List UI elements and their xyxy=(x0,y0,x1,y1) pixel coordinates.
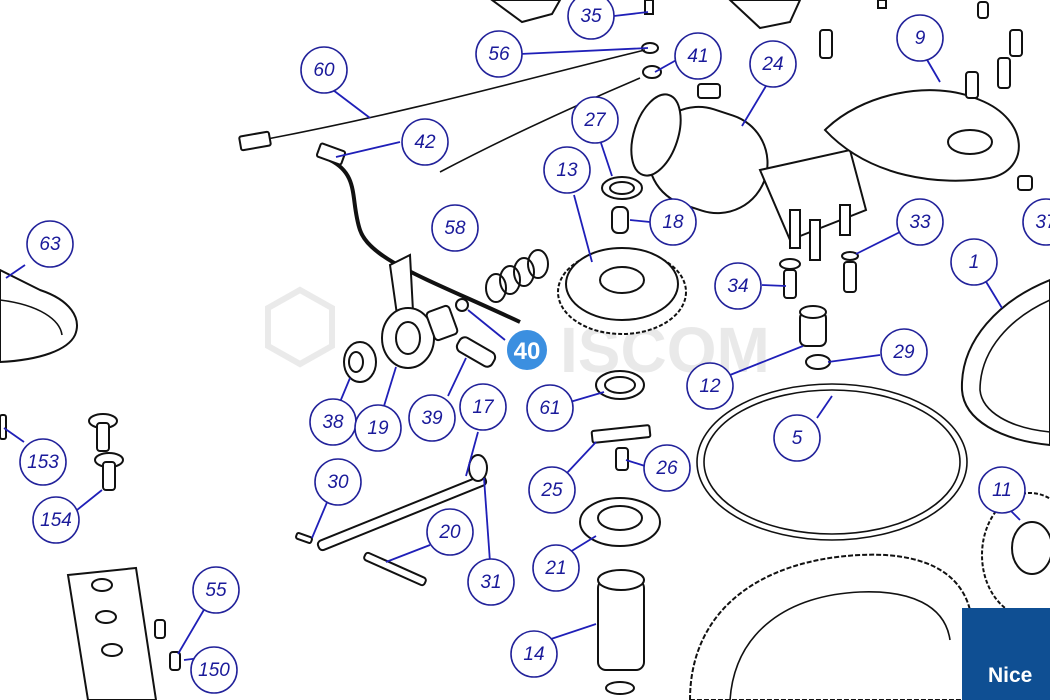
brand-label: Nice xyxy=(988,664,1033,687)
callout-24: 24 xyxy=(749,40,797,88)
callout-33: 33 xyxy=(896,198,944,246)
callout-26-label: 26 xyxy=(655,458,678,479)
callout-39: 39 xyxy=(408,394,456,442)
callout-19-label: 19 xyxy=(367,418,389,439)
callout-9-label: 9 xyxy=(915,28,926,49)
callout-34-label: 34 xyxy=(727,276,748,297)
callout-55: 55 xyxy=(192,566,240,614)
callout-5: 5 xyxy=(773,414,821,462)
callout-20-label: 20 xyxy=(438,522,461,543)
callout-60-label: 60 xyxy=(313,60,335,81)
callout-41-label: 41 xyxy=(687,46,708,67)
callout-12: 12 xyxy=(686,362,734,410)
callout-21: 21 xyxy=(532,544,580,592)
callout-41: 41 xyxy=(674,32,722,80)
callout-40-label: 40 xyxy=(514,338,541,365)
callout-27-label: 27 xyxy=(583,110,607,131)
callout-33-label: 33 xyxy=(909,212,931,233)
callout-19: 19 xyxy=(354,404,402,452)
callout-29: 29 xyxy=(880,328,928,376)
callout-63: 63 xyxy=(26,220,74,268)
callout-13-label: 13 xyxy=(556,160,578,181)
callout-24-label: 24 xyxy=(761,54,783,75)
callout-1: 1 xyxy=(950,238,998,286)
brand-badge: Nice xyxy=(962,608,1050,700)
callout-150: 150 xyxy=(190,646,238,694)
callout-9: 9 xyxy=(896,14,944,62)
callout-38-label: 38 xyxy=(322,412,344,433)
callout-25-label: 25 xyxy=(540,480,563,501)
callout-14: 14 xyxy=(510,630,558,678)
callout-29-label: 29 xyxy=(892,342,915,363)
callout-153: 153 xyxy=(19,438,67,486)
callout-17: 17 xyxy=(459,383,507,431)
callout-37: 37 xyxy=(1022,198,1050,246)
callout-38: 38 xyxy=(309,398,357,446)
callout-30: 30 xyxy=(314,458,362,506)
callout-31: 31 xyxy=(467,558,515,606)
callout-58-label: 58 xyxy=(444,218,466,239)
callout-27: 27 xyxy=(571,96,619,144)
callout-26: 26 xyxy=(643,444,691,492)
callout-55-label: 55 xyxy=(205,580,227,601)
callout-30-label: 30 xyxy=(327,472,349,493)
callout-61-label: 61 xyxy=(539,398,560,419)
callout-20: 20 xyxy=(426,508,474,556)
callout-14-label: 14 xyxy=(523,644,544,665)
callout-12-label: 12 xyxy=(699,376,721,397)
callout-17-label: 17 xyxy=(472,397,495,418)
callout-25: 25 xyxy=(528,466,576,514)
callout-18-label: 18 xyxy=(662,212,684,233)
callout-21-label: 21 xyxy=(544,558,566,579)
callout-58: 58 xyxy=(431,204,479,252)
callout-11-label: 11 xyxy=(992,480,1012,501)
callout-37-label: 37 xyxy=(1035,212,1050,233)
callout-154-label: 154 xyxy=(40,510,72,531)
callout-34: 34 xyxy=(714,262,762,310)
callout-61: 61 xyxy=(526,384,574,432)
callout-63-label: 63 xyxy=(39,234,61,255)
callout-11: 11 xyxy=(978,466,1026,514)
callout-153-label: 153 xyxy=(27,452,59,473)
callout-18: 18 xyxy=(649,198,697,246)
callout-42-label: 42 xyxy=(414,132,436,153)
callout-154: 154 xyxy=(32,496,80,544)
callout-60: 60 xyxy=(300,46,348,94)
callout-40: 40 xyxy=(505,328,549,372)
callout-1-label: 1 xyxy=(969,252,980,273)
callout-5-label: 5 xyxy=(792,428,803,449)
callout-35-label: 35 xyxy=(580,6,602,27)
callout-39-label: 39 xyxy=(421,408,443,429)
callout-31-label: 31 xyxy=(480,572,501,593)
callout-42: 42 xyxy=(401,118,449,166)
callout-150-label: 150 xyxy=(198,660,230,681)
callout-56: 56 xyxy=(475,30,523,78)
callout-13: 13 xyxy=(543,146,591,194)
callout-35: 35 xyxy=(567,0,615,40)
callout-56-label: 56 xyxy=(488,44,510,65)
